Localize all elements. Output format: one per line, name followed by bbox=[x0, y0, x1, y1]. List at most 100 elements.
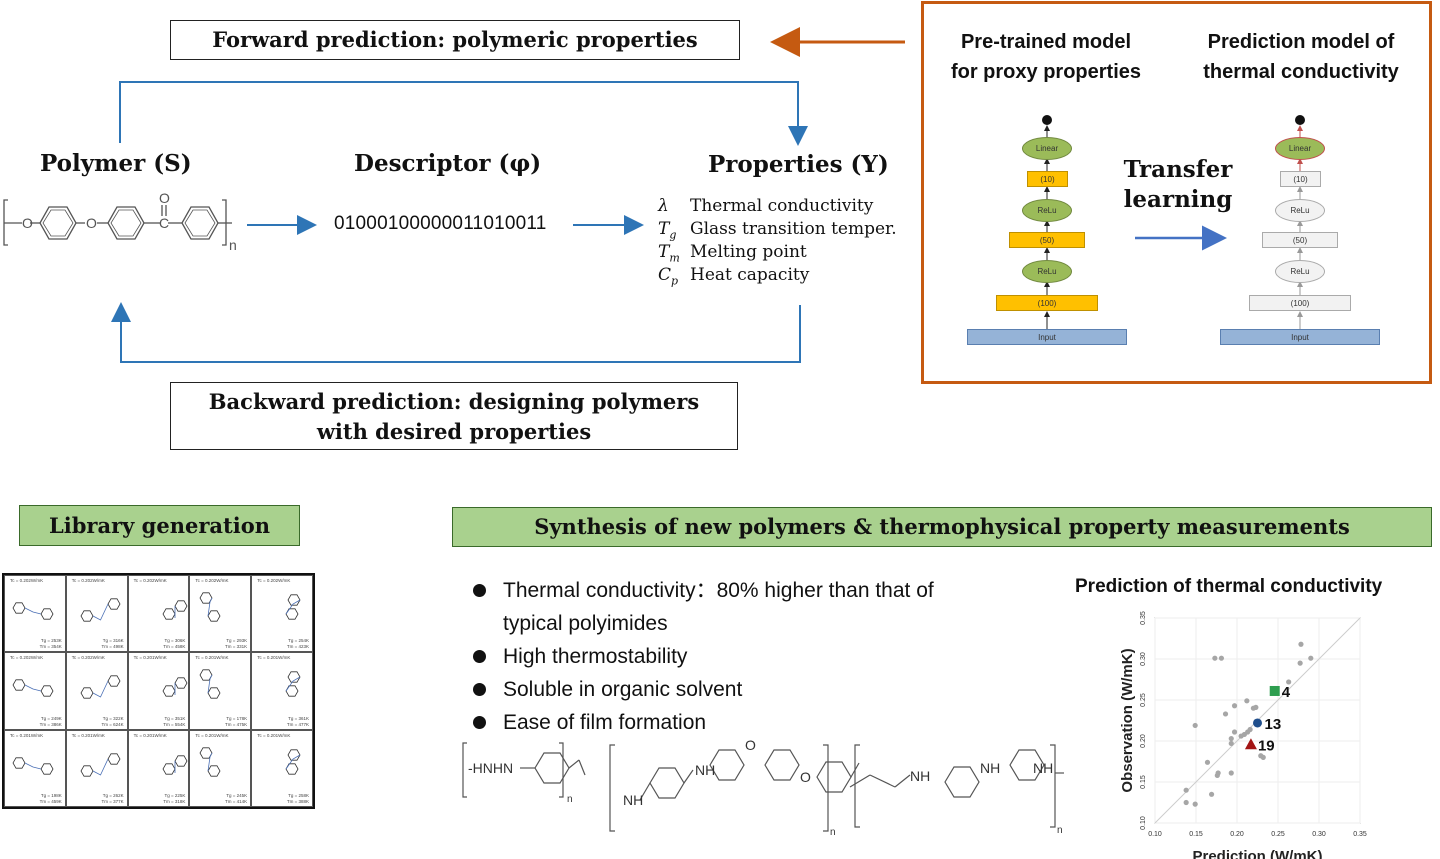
structure3-subscript: n bbox=[1057, 825, 1063, 835]
data-point bbox=[1253, 704, 1259, 710]
molecule-sketch bbox=[285, 671, 301, 697]
bullet-text: Thermal conductivity：80% higher than tha… bbox=[503, 579, 934, 635]
polymer-heading: Polymer (S) bbox=[40, 150, 192, 177]
data-point bbox=[1192, 722, 1198, 729]
y-tick-label: 0.35 bbox=[1140, 611, 1147, 625]
library-cell-tc: Tc = 0.201W/mK bbox=[10, 732, 44, 738]
structure1-hnhn: -HNHN bbox=[468, 760, 513, 776]
pretrained-layer-50: (50) bbox=[1009, 232, 1085, 248]
molecule-sketch bbox=[285, 749, 301, 775]
molecule-sketch bbox=[162, 755, 188, 775]
library-cell-tc: Tc = 0.201W/mK bbox=[71, 732, 105, 738]
library-cell-tc: Tc = 0.202W/mK bbox=[10, 655, 44, 661]
molecule-sketch bbox=[80, 598, 121, 622]
transfer-learning-label: Transfer learning bbox=[1123, 156, 1233, 213]
polymer-atom-o1: O bbox=[22, 215, 33, 231]
point-label-4: 4 bbox=[1282, 684, 1291, 701]
network-connectors bbox=[1042, 115, 1305, 330]
library-cell-tg: Tg = 293K bbox=[226, 638, 248, 644]
synthesis-box: Synthesis of new polymers & thermophysic… bbox=[452, 507, 1432, 547]
prediction-model-title: Prediction model of thermal conductivity bbox=[1203, 31, 1399, 83]
library-cell-tg: Tg = 249K bbox=[40, 715, 62, 721]
library-cell-tc: Tc = 0.202W/mK bbox=[71, 655, 105, 661]
molecule-sketch bbox=[285, 594, 301, 620]
data-point bbox=[1286, 679, 1292, 685]
data-point bbox=[1192, 801, 1198, 807]
data-point bbox=[1222, 711, 1229, 717]
pretrained-layer-relu-1: ReLu bbox=[1022, 199, 1072, 222]
prediction-layer-input: Input bbox=[1220, 329, 1380, 345]
library-cell-tg: Tg = 322K bbox=[102, 715, 124, 721]
forward-prediction-label: Forward prediction: polymeric properties bbox=[212, 27, 698, 52]
y-tick-label: 0.10 bbox=[1140, 816, 1147, 830]
molecule-sketch bbox=[80, 675, 121, 699]
library-cell-tm: Tm = 386K bbox=[39, 721, 62, 727]
x-tick-label: 0.30 bbox=[1312, 831, 1326, 838]
polymer-subscript-n: n bbox=[229, 237, 237, 253]
backward-prediction-line1: Backward prediction: designing polymers bbox=[208, 389, 700, 414]
property-label: Heat capacity bbox=[690, 265, 810, 285]
library-cell-tm: Tm = 377K bbox=[101, 799, 124, 804]
data-point bbox=[1208, 791, 1215, 797]
molecule-sketch bbox=[199, 592, 221, 622]
transfer-learning-panel bbox=[921, 1, 1432, 384]
molecule-sketch bbox=[80, 753, 121, 777]
polymer-atom-c: C bbox=[159, 215, 169, 231]
bullet-dot-icon bbox=[473, 584, 486, 597]
bullet-item: High thermostability bbox=[470, 640, 950, 673]
structure3-nh-1: NH bbox=[910, 768, 930, 784]
library-cell-tg: Tg = 316K bbox=[102, 638, 124, 644]
property-subscript: m bbox=[669, 251, 680, 265]
molecule-sketch bbox=[199, 747, 221, 777]
bullet-item: Ease of film formation bbox=[470, 706, 950, 739]
data-point bbox=[1218, 655, 1225, 661]
x-tick-label: 0.35 bbox=[1353, 831, 1367, 838]
structure2-o-2: O bbox=[800, 769, 811, 785]
prediction-layer-relu-1: ReLu bbox=[1275, 199, 1325, 222]
polymer-atom-o3: O bbox=[159, 190, 170, 206]
property-symbol: λ bbox=[658, 196, 669, 216]
library-cell-tc: Tc = 0.201W/mK bbox=[195, 732, 229, 738]
library-cell-tc: Tc = 0.201W/mK bbox=[133, 732, 167, 738]
data-point bbox=[1228, 735, 1234, 742]
property-symbol: C bbox=[658, 265, 672, 285]
structure3-nh-2: NH bbox=[980, 760, 1000, 776]
library-cell-tc: Tc = 0.202W/mK bbox=[10, 578, 44, 583]
prediction-layer-10: (10) bbox=[1280, 171, 1321, 187]
pretrained-layer-10: (10) bbox=[1027, 171, 1068, 187]
forward-prediction-box: Forward prediction: polymeric properties bbox=[170, 20, 740, 60]
library-cell-tc: Tc = 0.201W/mK bbox=[133, 655, 167, 661]
library-cell-tm: Tm = 318K bbox=[163, 799, 186, 804]
bullet-text: Soluble in organic solvent bbox=[503, 678, 743, 701]
descriptor-value: 01000100000011010011 bbox=[334, 213, 547, 234]
library-cell-tm: Tm = 458K bbox=[163, 644, 186, 650]
library-cell-tg: Tg = 245K bbox=[226, 793, 248, 798]
data-point bbox=[1212, 655, 1218, 661]
library-cell-tm: Tm = 423K bbox=[286, 644, 309, 650]
library-cell-tg: Tg = 225K bbox=[164, 793, 186, 798]
library-generation-title: Library generation bbox=[49, 513, 270, 538]
pretrained-layer-100: (100) bbox=[996, 295, 1098, 311]
bullet-dot-icon bbox=[473, 716, 486, 729]
structure2-subscript: n bbox=[830, 827, 836, 835]
x-axis-label: Prediction (W/mK) bbox=[1193, 848, 1323, 859]
data-point bbox=[1308, 655, 1314, 661]
data-point bbox=[1247, 726, 1253, 733]
data-point-19 bbox=[1244, 738, 1257, 750]
bullet-text: High thermostability bbox=[503, 645, 688, 668]
library-cell-tg: Tg = 351K bbox=[164, 715, 186, 721]
descriptor-heading: Descriptor (φ) bbox=[354, 150, 542, 177]
x-tick-label: 0.10 bbox=[1148, 831, 1162, 838]
structure1-subscript: n bbox=[567, 794, 573, 805]
